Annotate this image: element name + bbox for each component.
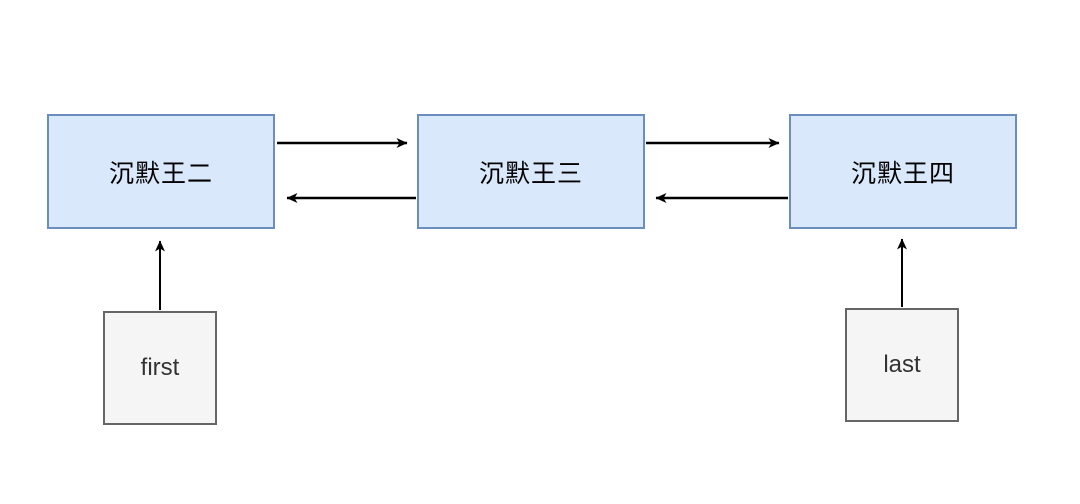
list-node-label: 沉默王四 bbox=[850, 159, 955, 188]
last-pointer-box: last bbox=[845, 308, 959, 422]
last-pointer-label: last bbox=[883, 351, 921, 378]
list-node-label: 沉默王三 bbox=[478, 159, 583, 188]
first-pointer-label: first bbox=[140, 354, 180, 381]
first-pointer-box: first bbox=[103, 311, 217, 425]
list-node-label: 沉默王二 bbox=[108, 159, 213, 188]
list-node-wang2: 沉默王二 bbox=[47, 114, 275, 229]
list-node-wang3: 沉默王三 bbox=[417, 114, 645, 229]
list-node-wang4: 沉默王四 bbox=[789, 114, 1017, 229]
